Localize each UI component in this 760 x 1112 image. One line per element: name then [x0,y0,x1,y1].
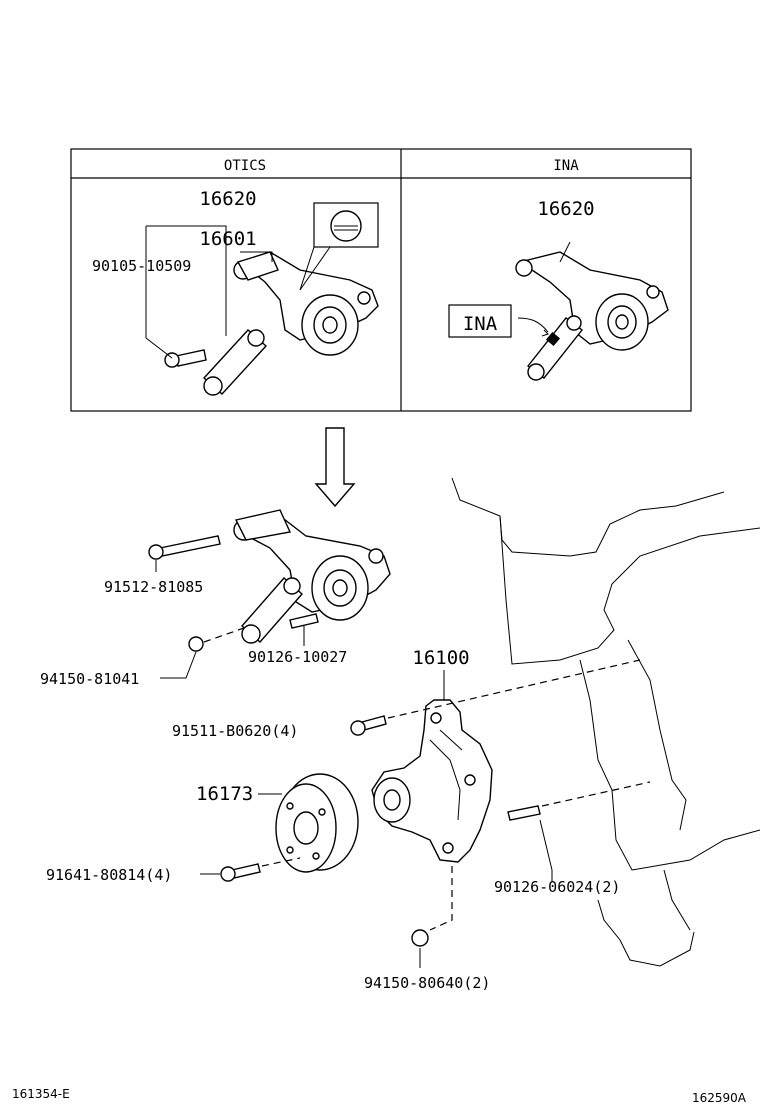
pump-nut-number: 94150-80640(2) [364,974,490,992]
variant-table: OTICS INA [70,148,692,412]
otics-bolt-number: 90105-10509 [92,257,191,275]
otics-damper-number: 16601 [199,228,256,250]
pulley-drawing [200,773,359,882]
pulley-number: 16173 [196,783,253,805]
long-bolt-number: 91512-81085 [104,578,203,596]
otics-tensioner-number: 16620 [199,188,256,210]
down-arrow-icon [314,427,356,508]
figure-code-right: 162590A [692,1091,747,1105]
column-header-ina: INA [553,158,579,174]
pulley-bolt-number: 91641-80814(4) [46,866,172,884]
water-pump-drawing [350,659,651,968]
column-header-otics: OTICS [224,158,266,174]
ina-tensioner-drawing [448,241,669,381]
figure-code-left: 161354-E [12,1087,70,1101]
water-pump-number: 16100 [412,647,469,669]
engine-block-outline [451,477,760,967]
pump-stud-number: 90126-06024(2) [494,878,620,896]
pump-bolt-number: 91511-B0620(4) [172,722,298,740]
otics-tensioner-drawing [145,202,379,396]
ina-callout-label: INA [463,313,498,335]
tensioner-nut-number: 94150-81041 [40,670,139,688]
tensioner-stud-number: 90126-10027 [248,648,347,666]
ina-tensioner-number: 16620 [537,198,594,220]
tensioner-assembly [148,509,391,679]
